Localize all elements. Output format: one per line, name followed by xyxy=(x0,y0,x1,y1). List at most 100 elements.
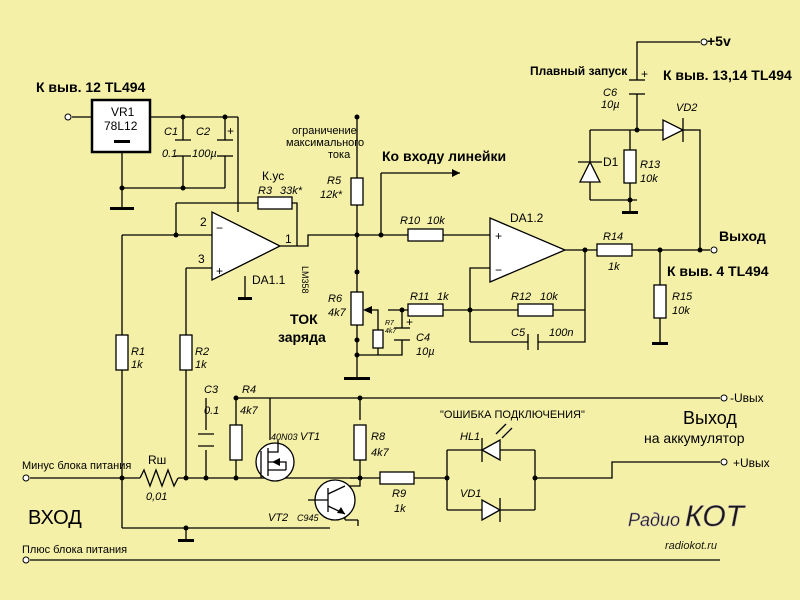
capacitor-c5 xyxy=(527,334,539,350)
vt1-name: VT1 xyxy=(300,431,320,443)
label-plus-supply: Плюс блока питания xyxy=(22,544,127,556)
regulator-vr1: VR1 78L12 xyxy=(90,98,152,154)
shunt-resistor-rsh xyxy=(139,468,179,488)
r10-value: 10k xyxy=(427,215,445,227)
r15-value: 10k xyxy=(672,305,690,317)
resistor-r9 xyxy=(379,471,415,485)
c5-name: C5 xyxy=(511,327,526,339)
transistor-vt1 xyxy=(255,440,295,482)
ground-symbols xyxy=(110,207,668,542)
vt2-name: VT2 xyxy=(268,512,288,524)
label-pin4: К выв. 4 TL494 xyxy=(667,263,769,279)
r15-name: R15 xyxy=(672,291,693,303)
r11-name: R11 xyxy=(410,291,429,303)
rsh-value: 0,01 xyxy=(146,491,167,503)
da11-name: DA1.1 xyxy=(252,273,286,287)
logo-text-1: Радио xyxy=(628,510,680,530)
r1-value: 1k xyxy=(131,359,143,371)
resistor-r3 xyxy=(257,196,293,210)
c3-value: 0.1 xyxy=(204,405,219,417)
vd2-name: VD2 xyxy=(676,102,697,114)
logo-text-2: КОТ xyxy=(685,500,747,533)
resistor-r10 xyxy=(407,228,444,242)
resistor-r13 xyxy=(623,149,637,184)
vr1-type: 78L12 xyxy=(104,119,138,133)
c4-name: C4 xyxy=(416,332,430,344)
label-soft-start: Плавный запуск xyxy=(530,64,628,78)
capacitor-c2: + xyxy=(217,124,234,157)
vt2-type: C945 xyxy=(297,513,320,523)
label-to-scale: Ко входу линейки xyxy=(382,148,506,164)
resistor-r14 xyxy=(596,243,633,257)
label-top-left: К выв. 12 TL494 xyxy=(36,79,146,95)
potentiometer-r6 xyxy=(350,291,372,326)
label-connection-error: "ОШИБКА ПОДКЛЮЧЕНИЯ" xyxy=(440,409,585,421)
c5-value: 100n xyxy=(549,327,573,339)
r6-value: 4k7 xyxy=(328,307,347,319)
r1-name: R1 xyxy=(131,346,145,358)
pin1-label: 1 xyxy=(285,232,292,246)
c6-plus: + xyxy=(641,67,648,81)
r9-name: R9 xyxy=(392,488,406,500)
r6-name: R6 xyxy=(328,293,343,305)
resistor-r1 xyxy=(115,334,129,371)
label-kus: К.ус xyxy=(262,169,284,183)
r2-value: 1k xyxy=(195,359,207,371)
r2-name: R2 xyxy=(195,346,209,358)
r7-name: R7 xyxy=(385,320,395,327)
r8-value: 4k7 xyxy=(371,447,390,459)
resistor-r8 xyxy=(353,424,367,461)
c2-plus: + xyxy=(227,124,234,138)
label-battery-out-1: Выход xyxy=(683,408,737,428)
opamp-da1-1 xyxy=(211,210,282,282)
vd1-name: VD1 xyxy=(460,488,481,500)
da12-minus: − xyxy=(495,263,502,277)
r4-value: 4k7 xyxy=(240,405,259,417)
r10-name: R10 xyxy=(400,215,421,227)
note-current-3: тока xyxy=(328,149,351,161)
terminals xyxy=(22,38,728,564)
c2-name: C2 xyxy=(196,126,210,138)
r12-value: 10k xyxy=(540,291,558,303)
label-output: Выход xyxy=(719,228,766,244)
da11-plus: + xyxy=(216,264,223,278)
pin2-label: 2 xyxy=(200,215,207,229)
label-input: ВХОД xyxy=(28,507,82,529)
note-current-1: ограничение xyxy=(292,125,357,137)
resistor-r2 xyxy=(179,334,193,371)
r13-name: R13 xyxy=(640,159,661,171)
resistor-r4 xyxy=(229,424,243,461)
r3-value: 33k* xyxy=(280,185,303,197)
label-minus-supply: Минус блока питания xyxy=(22,460,131,472)
capacitor-c3 xyxy=(198,433,214,447)
transistor-vt2 xyxy=(308,479,356,521)
c1-name: C1 xyxy=(164,126,178,138)
diode-d1 xyxy=(578,154,602,183)
r7-value: 4k7 xyxy=(385,328,397,335)
c3-name: C3 xyxy=(204,384,219,396)
vt1-type: 40N03 xyxy=(271,432,298,442)
diode-vd2 xyxy=(662,118,697,142)
potentiometer-r5 xyxy=(350,177,364,206)
c6-name: C6 xyxy=(603,87,618,99)
r11-value: 1k xyxy=(437,291,449,303)
r9-value: 1k xyxy=(394,503,406,515)
da12-name: DA1.2 xyxy=(510,211,544,225)
c6-value: 10µ xyxy=(601,99,620,111)
resistor-r7 xyxy=(372,329,384,349)
logo-site: radiokot.ru xyxy=(665,540,717,552)
watermark-logo: Радио КОТ radiokot.ru xyxy=(628,500,747,552)
capacitor-c1 xyxy=(175,139,191,157)
da11-type: LM358 xyxy=(300,266,310,294)
r3-name: R3 xyxy=(258,185,273,197)
d1-name: D1 xyxy=(603,155,619,169)
resistor-r15 xyxy=(653,284,667,319)
r4-name: R4 xyxy=(242,384,256,396)
diode-vd1 xyxy=(481,498,502,522)
r14-name: R14 xyxy=(603,231,623,243)
label-plus5v: +5v xyxy=(707,33,731,49)
c4-plus: + xyxy=(406,315,413,329)
label-battery-out-2: на аккумулятор xyxy=(644,430,745,446)
da12-plus: + xyxy=(495,229,502,243)
